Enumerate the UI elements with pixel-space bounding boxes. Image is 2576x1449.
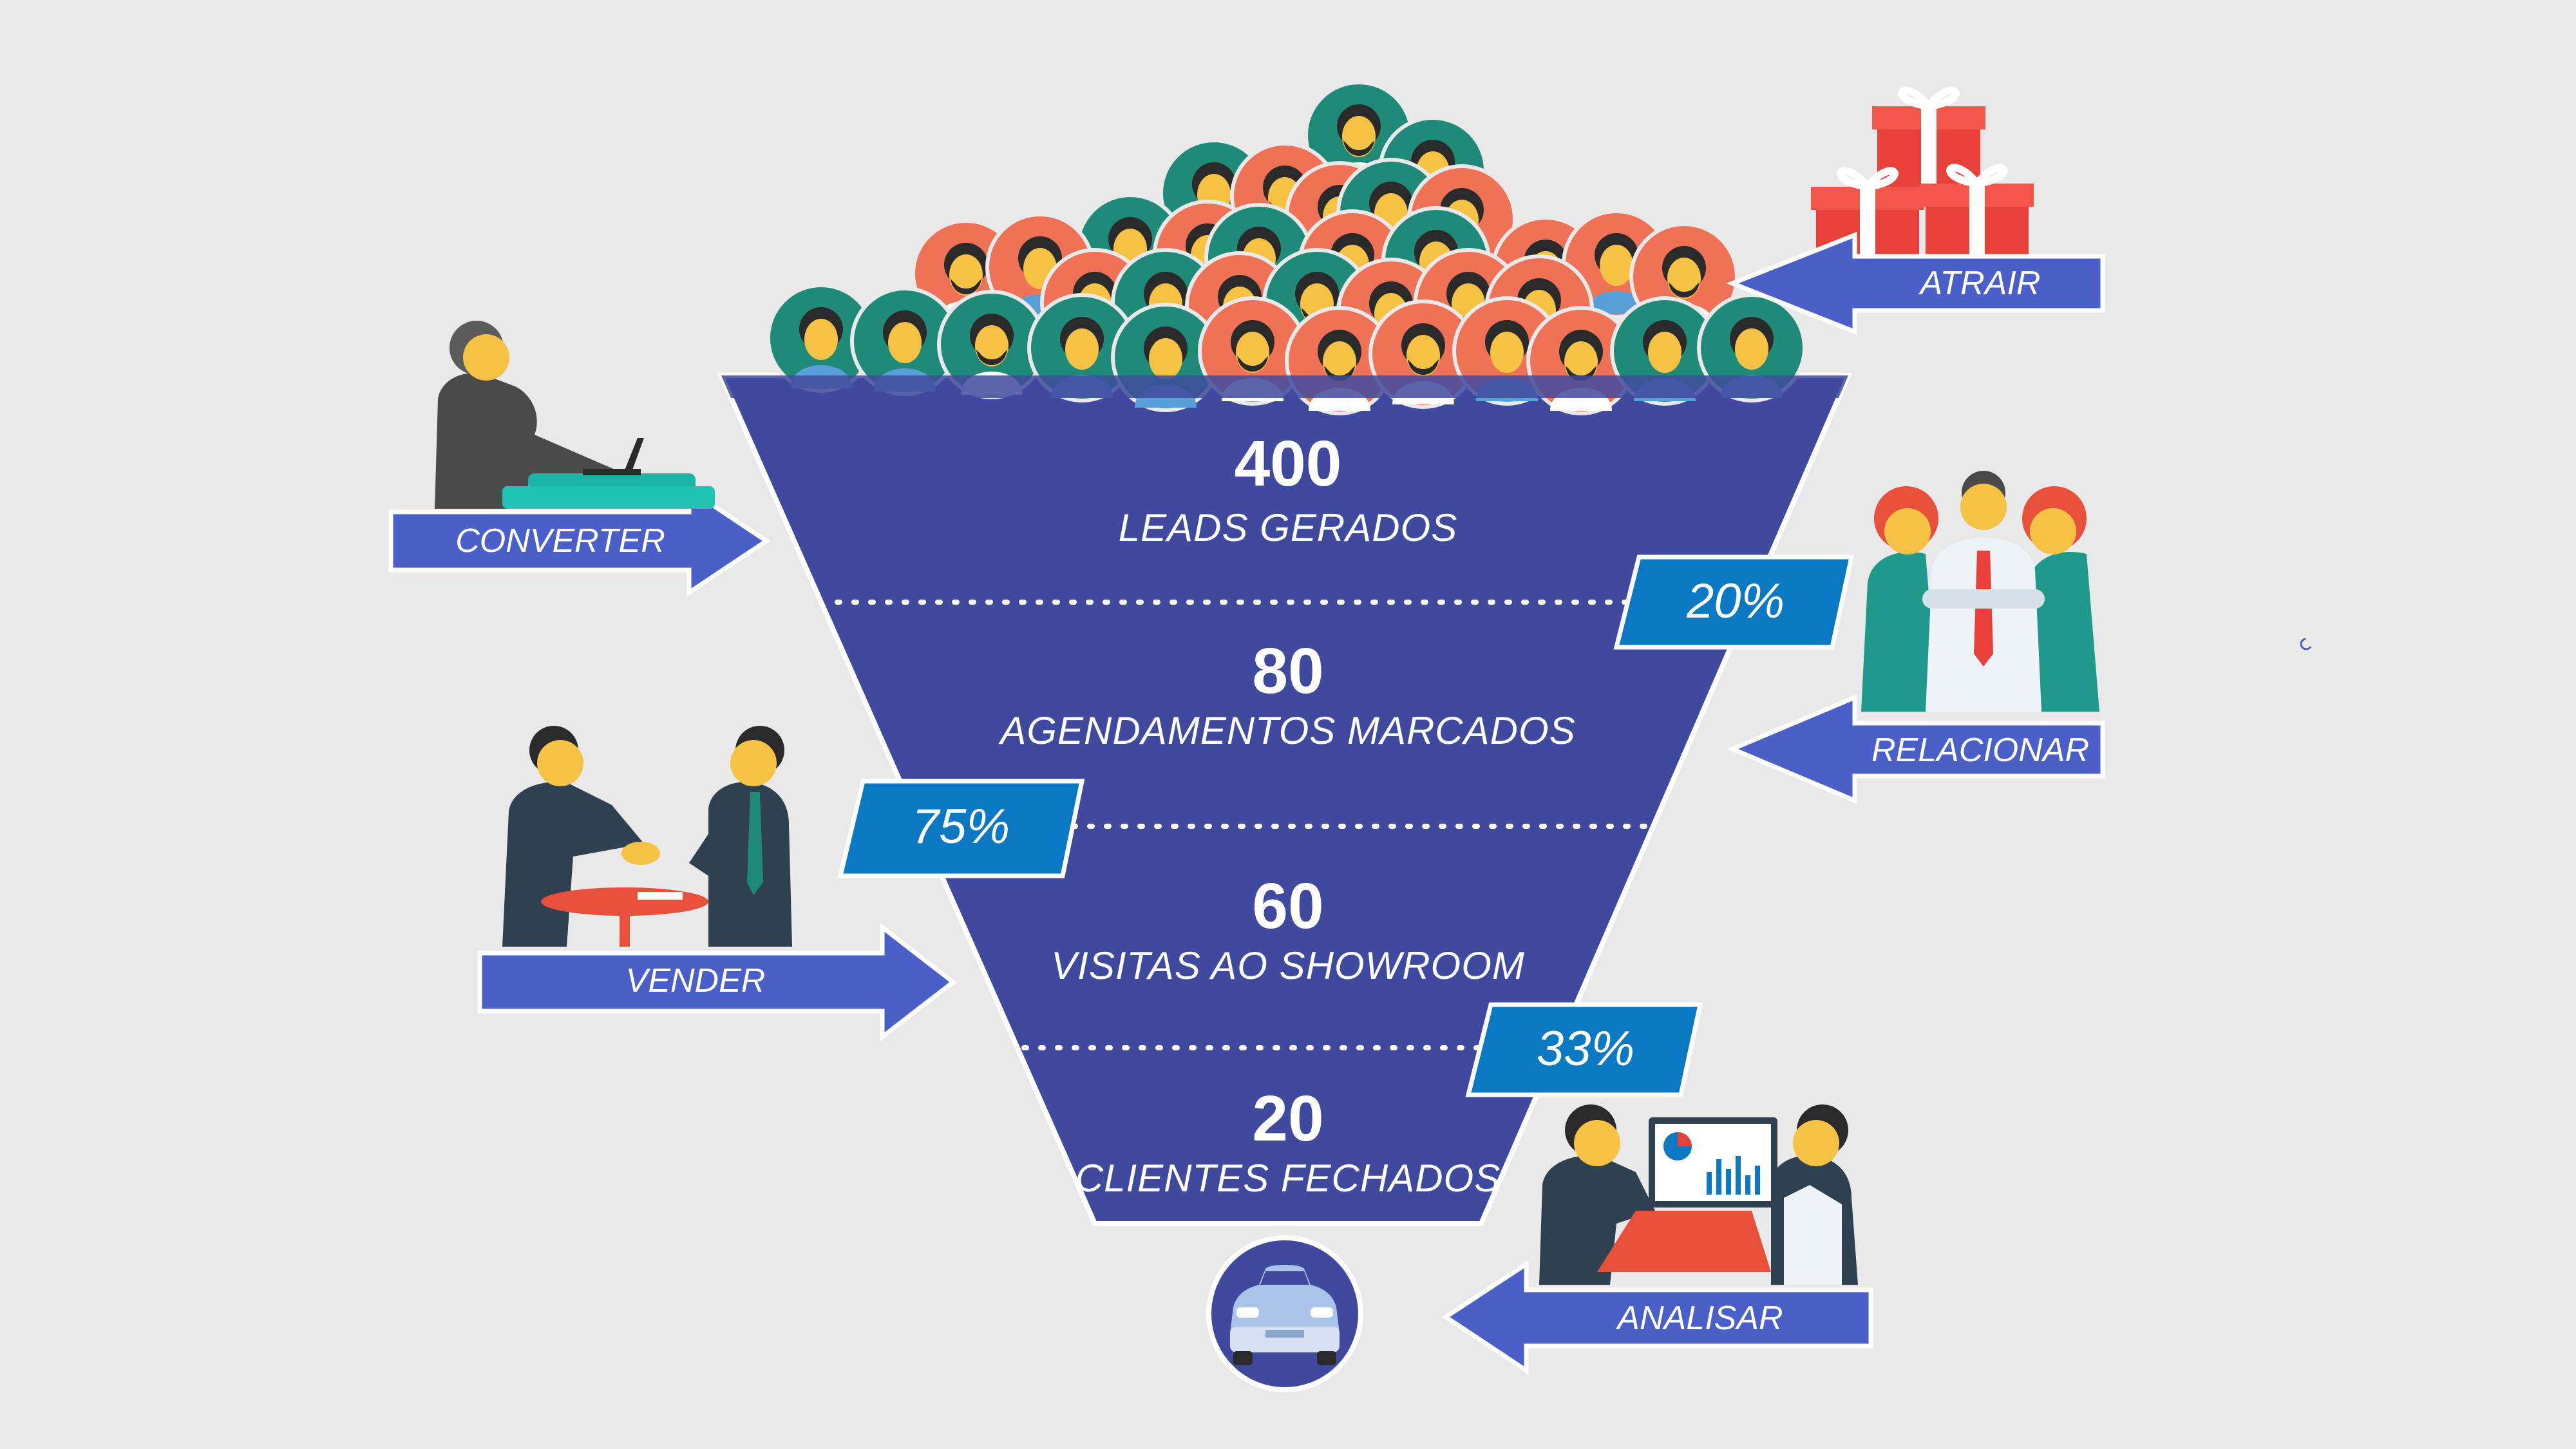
rate-visitas-to-clientes: 33% — [1536, 1021, 1635, 1076]
stage-value-clientes: 20 — [1252, 1083, 1324, 1155]
rate-leads-to-agendamentos: 20% — [1686, 574, 1785, 629]
stage-label-clientes: CLIENTES FECHADOS — [1075, 1157, 1501, 1200]
car-icon — [1206, 1235, 1363, 1392]
arrow-vender — [477, 922, 957, 1042]
stage-label-agendamentos: AGENDAMENTOS MARCADOS — [1000, 709, 1576, 752]
decorative-mark — [2300, 638, 2312, 650]
arrow-label-converter: CONVERTER — [455, 522, 665, 560]
arrow-relacionar — [1726, 694, 2105, 804]
stage-value-agendamentos: 80 — [1252, 635, 1324, 707]
arrow-atrair — [1726, 231, 2105, 336]
rate-agendamentos-to-visitas: 75% — [911, 799, 1010, 854]
handshake-icon — [502, 726, 792, 947]
rate-boxes — [837, 554, 1855, 1097]
arrow-label-relacionar: RELACIONAR — [1871, 732, 2090, 769]
arrows — [388, 231, 2105, 1375]
team-icon — [1861, 471, 2099, 712]
laptop-worker-icon — [435, 321, 715, 509]
arrow-analisar — [1441, 1260, 1873, 1375]
stage-label-leads: LEADS GERADOS — [1118, 506, 1458, 549]
people-crowd-icon — [721, 80, 1848, 415]
stage-value-visitas: 60 — [1252, 870, 1324, 942]
stage-label-visitas: VISITAS AO SHOWROOM — [1051, 944, 1525, 987]
arrow-label-analisar: ANALISAR — [1617, 1300, 1783, 1337]
arrow-label-atrair: ATRAIR — [1920, 265, 2041, 302]
stage-value-leads: 400 — [1234, 428, 1342, 500]
arrow-label-vender: VENDER — [625, 962, 766, 999]
analytics-meeting-icon — [1539, 1104, 1858, 1285]
